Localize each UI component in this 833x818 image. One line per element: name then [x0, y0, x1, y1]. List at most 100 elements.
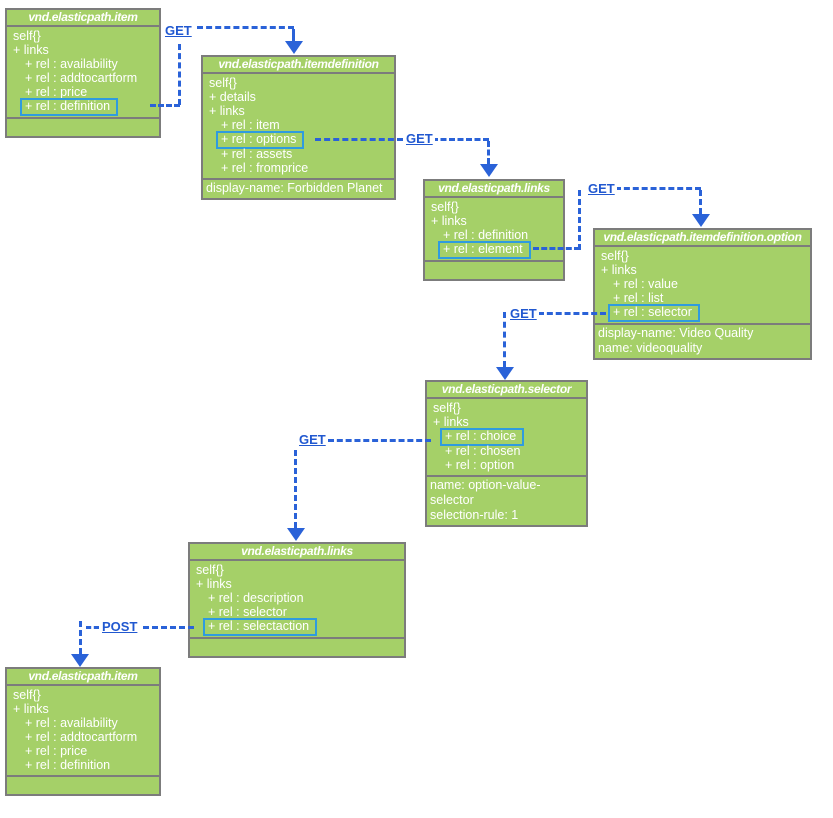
arrowhead-down-icon — [496, 367, 514, 380]
arrowhead-down-icon — [287, 528, 305, 541]
class-body: self{} + links + rel : definition + rel … — [425, 198, 563, 262]
get-label[interactable]: GET — [586, 181, 617, 196]
class-box-itemdefinition-option: vnd.elasticpath.itemdefinition.option se… — [593, 228, 812, 360]
class-box-item-bottom: vnd.elasticpath.item self{} + links + re… — [5, 667, 161, 796]
attribute-row: self{} — [433, 401, 461, 415]
rel-row: + rel : description — [208, 591, 304, 605]
attribute-row: self{} — [601, 249, 629, 263]
attribute-row: + links — [601, 263, 637, 277]
connector-segment — [292, 29, 295, 41]
class-box-links-lower: vnd.elasticpath.links self{} + links + r… — [188, 542, 406, 658]
property-line: name: option-value-selector — [430, 478, 541, 507]
arrowhead-down-icon — [285, 41, 303, 54]
connector-segment — [150, 104, 180, 107]
arrowhead-down-icon — [71, 654, 89, 667]
rel-row: + rel : assets — [221, 147, 293, 161]
rel-row: + rel : price — [25, 85, 88, 99]
class-body: self{} + links + rel : availability + re… — [7, 27, 159, 119]
attribute-row: self{} — [196, 563, 224, 577]
connector-segment — [294, 450, 297, 528]
get-label[interactable]: GET — [404, 131, 435, 146]
class-title: vnd.elasticpath.links — [425, 181, 563, 198]
get-label[interactable]: GET — [163, 23, 194, 38]
rel-row: + rel : element — [427, 241, 561, 259]
properties-compartment: display-name: Video Quality name: videoq… — [595, 325, 810, 358]
connector-segment — [86, 626, 99, 629]
rel-row: + rel : definition — [25, 758, 111, 772]
attribute-row: + links — [13, 43, 49, 57]
class-body: self{} + links + rel : choice + rel : ch… — [427, 399, 586, 477]
connector-segment — [432, 138, 489, 141]
rel-row: + rel : addtocartform — [25, 730, 138, 744]
attribute-row: self{} — [13, 688, 41, 702]
property-line: name: videoquality — [598, 341, 703, 355]
connector-segment — [79, 621, 82, 654]
attribute-row: self{} — [431, 200, 459, 214]
class-body: self{} + links + rel : availability + re… — [7, 686, 159, 777]
class-title: vnd.elasticpath.itemdefinition.option — [595, 230, 810, 247]
connector-segment — [615, 187, 701, 190]
class-box-links-upper: vnd.elasticpath.links self{} + links + r… — [423, 179, 565, 281]
class-title: vnd.elasticpath.selector — [427, 382, 586, 399]
get-label[interactable]: GET — [508, 306, 539, 321]
connector-segment — [699, 190, 702, 214]
rel-row: + rel : choice — [429, 428, 584, 446]
class-title: vnd.elasticpath.item — [7, 10, 159, 27]
connector-segment — [578, 190, 581, 250]
connector-segment — [533, 247, 580, 250]
property-line: display-name: Forbidden Planet — [206, 181, 383, 195]
attribute-row: + links — [13, 702, 49, 716]
property-line: display-name: Video Quality — [598, 326, 754, 340]
attribute-row: + links — [431, 214, 467, 228]
get-label[interactable]: GET — [297, 432, 328, 447]
connector-segment — [538, 312, 606, 315]
attribute-row: + links — [209, 104, 245, 118]
selected-rel-highlight[interactable]: + rel : choice — [440, 428, 525, 446]
rel-row: + rel : options — [205, 131, 392, 149]
class-box-selector: vnd.elasticpath.selector self{} + links … — [425, 380, 588, 527]
rel-row: + rel : fromprice — [221, 161, 309, 175]
connector-segment — [315, 138, 403, 141]
selected-rel-highlight[interactable]: + rel : definition — [20, 98, 119, 116]
attribute-row: self{} — [13, 29, 41, 43]
class-box-itemdefinition: vnd.elasticpath.itemdefinition self{} + … — [201, 55, 396, 200]
connector-segment — [197, 26, 294, 29]
attribute-row: + details — [209, 90, 256, 104]
rel-row: + rel : price — [25, 744, 88, 758]
rel-row: + rel : selectaction — [192, 618, 402, 636]
rel-row: + rel : selector — [597, 304, 808, 322]
post-label[interactable]: POST — [100, 619, 140, 634]
attribute-row: self{} — [209, 76, 237, 90]
rel-row: + rel : value — [613, 277, 678, 291]
properties-compartment — [190, 639, 404, 656]
selected-rel-highlight[interactable]: + rel : element — [438, 241, 531, 259]
rel-row: + rel : chosen — [445, 444, 521, 458]
connector-segment — [143, 626, 194, 629]
class-body: self{} + links + rel : description + rel… — [190, 561, 404, 639]
class-body: self{} + links + rel : value + rel : lis… — [595, 247, 810, 325]
rel-row: + rel : selector — [208, 605, 287, 619]
rel-row: + rel : option — [445, 458, 515, 472]
connector-segment — [503, 312, 506, 367]
selected-rel-highlight[interactable]: + rel : options — [216, 131, 305, 149]
attribute-row: + links — [196, 577, 232, 591]
arrowhead-down-icon — [480, 164, 498, 177]
properties-compartment — [7, 777, 159, 794]
connector-segment — [328, 439, 431, 442]
connector-segment — [178, 44, 181, 105]
rel-row: + rel : availability — [25, 57, 118, 71]
rel-row: + rel : availability — [25, 716, 118, 730]
rel-row: + rel : definition — [9, 98, 157, 116]
selected-rel-highlight[interactable]: + rel : selector — [608, 304, 700, 322]
rel-row: + rel : addtocartform — [25, 71, 138, 85]
class-title: vnd.elasticpath.links — [190, 544, 404, 561]
class-title: vnd.elasticpath.itemdefinition — [203, 57, 394, 74]
class-body: self{} + details + links + rel : item + … — [203, 74, 394, 180]
properties-compartment: display-name: Forbidden Planet — [203, 180, 394, 198]
class-box-item-top: vnd.elasticpath.item self{} + links + re… — [5, 8, 161, 138]
rel-row: + rel : item — [221, 118, 280, 132]
selected-rel-highlight[interactable]: + rel : selectaction — [203, 618, 318, 636]
properties-compartment — [425, 262, 563, 279]
class-title: vnd.elasticpath.item — [7, 669, 159, 686]
